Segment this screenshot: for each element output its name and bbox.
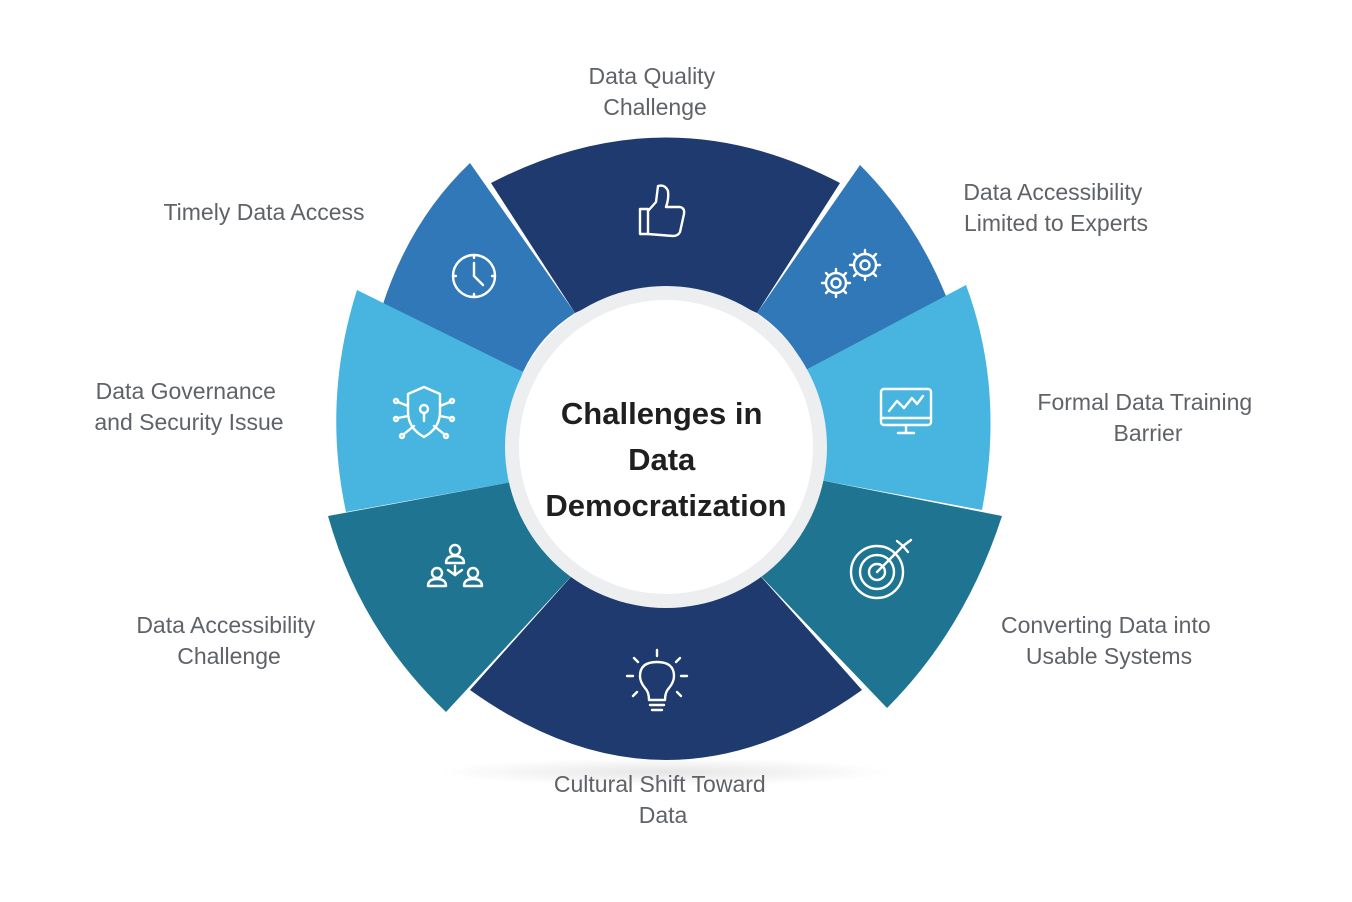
label-line: Data (639, 802, 688, 828)
label-governance-security: Data Governance and Security Issue (94, 378, 283, 435)
wheel-shadow (436, 758, 896, 786)
label-line: Challenge (177, 643, 281, 669)
monitor-chart-icon (879, 387, 933, 435)
label-line: Challenge (603, 94, 707, 120)
label-converting-data: Converting Data into Usable Systems (1001, 612, 1217, 669)
wheel (328, 137, 1002, 760)
gears-icon (820, 248, 882, 299)
segment-timely-access[interactable] (382, 163, 575, 372)
target-icon (849, 538, 913, 600)
center-title: Challenges in Data Democratization (545, 396, 786, 523)
segment-governance-security[interactable] (336, 290, 523, 512)
label-line: Data Quality (589, 63, 716, 89)
label-formal-training: Formal Data Training Barrier (1037, 389, 1258, 446)
label-line: Data Accessibility (136, 612, 315, 638)
label-line: Barrier (1113, 420, 1182, 446)
label-line: Converting Data into (1001, 612, 1211, 638)
center-title-line: Challenges in (561, 396, 763, 431)
label-line: Data Accessibility (963, 179, 1142, 205)
label-accessibility-challenge: Data Accessibility Challenge (136, 612, 321, 669)
segment-formal-training[interactable] (806, 285, 991, 510)
label-timely-access: Timely Data Access (163, 199, 364, 225)
label-cultural-shift: Cultural Shift Toward Data (554, 771, 772, 828)
lightbulb-icon (625, 648, 689, 712)
shield-lock-icon (392, 385, 456, 440)
segment-data-quality[interactable] (491, 137, 840, 314)
segment-cultural-shift[interactable] (470, 570, 862, 760)
segment-accessibility-challenge[interactable] (328, 482, 577, 712)
center-title-line: Democratization (545, 488, 786, 523)
label-accessibility-experts: Data Accessibility Limited to Experts (963, 179, 1148, 236)
label-line: Usable Systems (1026, 643, 1192, 669)
center-title-line: Data (628, 442, 696, 477)
label-line: Timely Data Access (163, 199, 364, 225)
label-line: Cultural Shift Toward (554, 771, 766, 797)
label-line: and Security Issue (94, 409, 283, 435)
segment-accessibility-experts[interactable] (757, 165, 946, 370)
label-line: Formal Data Training (1037, 389, 1252, 415)
label-data-quality: Data Quality Challenge (589, 63, 722, 120)
people-network-icon (426, 543, 484, 588)
segment-converting-data[interactable] (755, 480, 1002, 708)
center-circle (519, 300, 813, 594)
clock-icon (451, 253, 497, 299)
label-line: Limited to Experts (964, 210, 1148, 236)
thumbs-up-icon (638, 184, 686, 238)
label-line: Data Governance (96, 378, 276, 404)
